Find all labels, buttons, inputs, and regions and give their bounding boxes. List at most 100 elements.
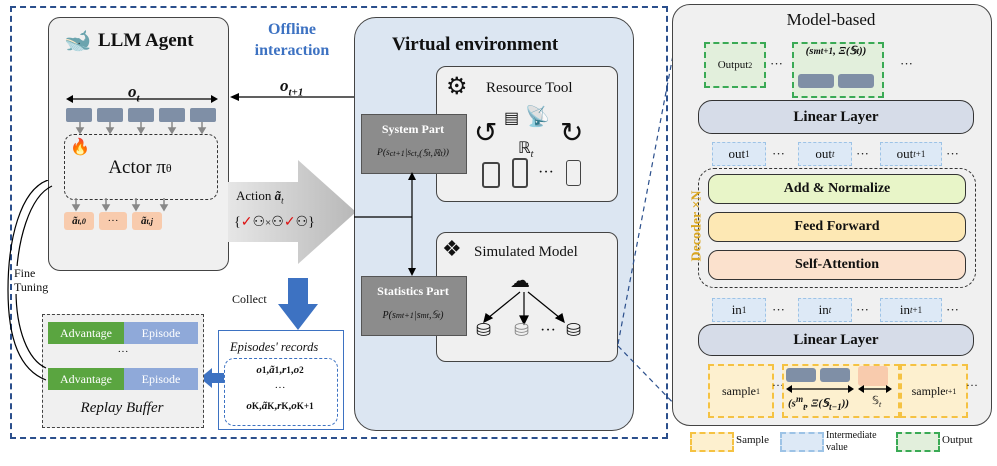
out-dots: ··· (856, 146, 869, 161)
env-title: Virtual environment (392, 34, 559, 55)
sample-width-arrows (786, 385, 892, 393)
sample-token (858, 366, 888, 386)
out-dots: ··· (772, 146, 785, 161)
records-inner-box (224, 358, 338, 426)
linear-layer-top: Linear Layer (698, 100, 974, 134)
episode-cell: Episode (124, 368, 198, 390)
records-dots: ··· (274, 382, 286, 394)
obs-token-row (66, 108, 216, 122)
state-to-parts-line (354, 216, 412, 218)
obs-width-arrow (66, 95, 218, 103)
obs-token (128, 108, 154, 122)
gear-icon: ⚙ (446, 74, 468, 100)
legend-intermediate-label: Intermediate value (826, 430, 877, 453)
token-down-arrows (75, 122, 207, 134)
agent-logo-icon: 🐋 (64, 28, 92, 53)
node-icon: ⛁ (476, 320, 492, 340)
action-token: ··· (99, 212, 127, 230)
model-ellipsis: ··· (540, 322, 556, 339)
buffer-title: Replay Buffer (80, 400, 164, 416)
buffer-row: Advantage Episode (48, 368, 198, 390)
obs-token (97, 108, 123, 122)
fire-icon: 🔥 (70, 139, 90, 156)
node-icon: ⛁ (514, 320, 530, 340)
buffer-dots: ··· (117, 346, 129, 358)
obs-next-arrow (230, 93, 354, 101)
advantage-cell: Advantage (48, 368, 124, 390)
legend-output-label: Output (942, 434, 973, 446)
system-part-box (361, 114, 467, 174)
records-title: Episodes' records (230, 340, 319, 354)
phone-icon (512, 158, 528, 188)
in-dots: ··· (946, 302, 959, 317)
sample-formula: (smt, Ξ(𝕊t−1)) (788, 394, 850, 412)
offline-title: Offline interaction (254, 21, 330, 59)
statistics-part-box (361, 276, 467, 336)
resource-tool-label: Resource Tool (486, 80, 573, 96)
sample-dots: ··· (772, 378, 784, 392)
resource-symbol: ℝt (518, 140, 534, 161)
model-title: Model-based (786, 10, 876, 29)
output-box (792, 42, 884, 98)
cycle-arrow-left-icon: ↺ (474, 118, 498, 149)
advantage-cell: Advantage (48, 322, 124, 344)
zoom-lines (617, 7, 683, 413)
sample-token (786, 368, 816, 382)
legend-sample-label: Sample (736, 434, 769, 446)
phone-icon (482, 162, 500, 188)
feed-forward-block: Feed Forward (708, 212, 966, 242)
server-icon: ▤ (504, 110, 520, 127)
in-dots: ··· (856, 302, 869, 317)
output-token (838, 74, 874, 88)
model-arrows (483, 291, 565, 326)
sample-dots: ··· (966, 378, 978, 392)
statistics-part-title: Statistics Part (377, 283, 449, 298)
parts-link-arrow (408, 172, 416, 276)
neural-net-icon: ❖ (442, 236, 462, 261)
system-part-title: System Part (381, 121, 445, 136)
obs-token (66, 108, 92, 122)
obs-next-label: ot+1 (280, 76, 304, 99)
sample-token (820, 368, 850, 382)
linear-layer-bottom: Linear Layer (698, 324, 974, 356)
agent-title: LLM Agent (98, 30, 194, 51)
self-attention-block: Self-Attention (708, 250, 966, 280)
collect-arrow (278, 278, 318, 330)
legend-intermediate-swatch (780, 432, 824, 452)
actor-box (64, 134, 218, 200)
cycle-arrow-right-icon: ↻ (560, 118, 584, 149)
obs-token (190, 108, 216, 122)
resource-ellipsis: ··· (538, 164, 554, 181)
out-dots: ··· (946, 146, 959, 161)
output-dots: ··· (900, 56, 913, 71)
decoder-label: Decoder ×N (689, 190, 705, 262)
action-set: {✓⚇×⚇✓⚇} (234, 215, 315, 230)
obs-token (159, 108, 185, 122)
records-to-buffer-arrow (200, 368, 224, 388)
output-token (798, 74, 834, 88)
offline-frame (10, 6, 668, 439)
action-arrow (228, 160, 356, 264)
episode-cell: Episode (124, 322, 198, 344)
legend-sample-swatch (690, 432, 734, 452)
cloud-network-icon: ☁ (510, 270, 530, 292)
actor-down-arrows (71, 198, 169, 212)
output-dots: ··· (770, 56, 783, 71)
buffer-row: Advantage Episode (48, 322, 198, 344)
simulated-model-label: Simulated Model (474, 244, 578, 260)
add-normalize-block: Add & Normalize (708, 174, 966, 204)
